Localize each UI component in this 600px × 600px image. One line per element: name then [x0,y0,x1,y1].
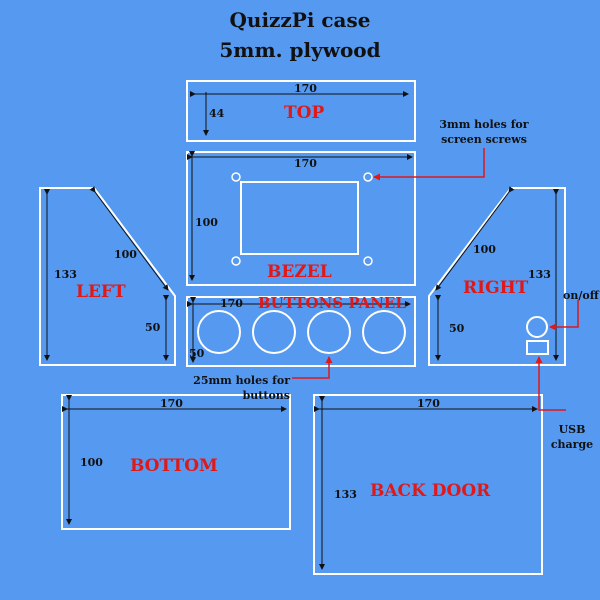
right-slant-dim: 100 [473,243,496,256]
bottom-height-dim: 100 [80,456,103,469]
on-off-hole [526,316,548,338]
left-label: LEFT [76,282,126,302]
usb-note: USB charge [550,423,594,451]
screws-note: 3mm holes for screen screws [439,118,529,146]
buttons-width-dim: 170 [220,297,243,310]
buttons-height-dim: 50 [189,347,205,360]
diagram-subtitle: 5mm. plywood [219,38,381,62]
button-hole [307,310,351,354]
bezel-height-dim: 100 [195,216,218,229]
screw-hole [363,256,373,266]
usb-cutout [526,340,549,355]
bottom-width-dim: 170 [160,397,183,410]
top-label: TOP [284,103,325,123]
button-hole [362,310,406,354]
right-bottom-dim: 50 [449,322,465,335]
bezel-label: BEZEL [267,262,332,282]
back-width-dim: 170 [417,397,440,410]
left-bottom-dim: 50 [145,321,161,334]
bottom-label: BOTTOM [130,456,218,476]
left-height-dim: 133 [54,268,77,281]
right-slant-arrow [435,186,515,291]
left-slant-arrow [89,186,169,291]
top-height-dim: 44 [209,107,225,120]
bottom-panel [61,394,291,530]
usb-callout-line [535,356,566,411]
screw-hole [363,172,373,182]
bezel-width-dim: 170 [294,157,317,170]
left-slant-dim: 100 [114,248,137,261]
back-height-dim: 133 [334,488,357,501]
right-label: RIGHT [463,278,529,298]
button-hole [197,310,241,354]
button-hole [252,310,296,354]
buttons-panel-label: BUTTONS PANEL [258,294,406,312]
screws-callout-line [373,148,485,181]
top-width-dim: 170 [294,82,317,95]
buttons-note: 25mm holes for buttons [193,374,290,402]
diagram-title: QuizzPi case [229,8,371,32]
right-height-dim: 133 [528,268,551,281]
back-door-label: BACK DOOR [370,481,491,501]
back-door-panel [313,394,543,575]
onoff-note: on/off [563,289,599,302]
onoff-callout-line [549,300,579,331]
screen-cutout [240,181,359,255]
buttons-callout-line [292,356,333,379]
screw-hole [231,172,241,182]
screw-hole [231,256,241,266]
